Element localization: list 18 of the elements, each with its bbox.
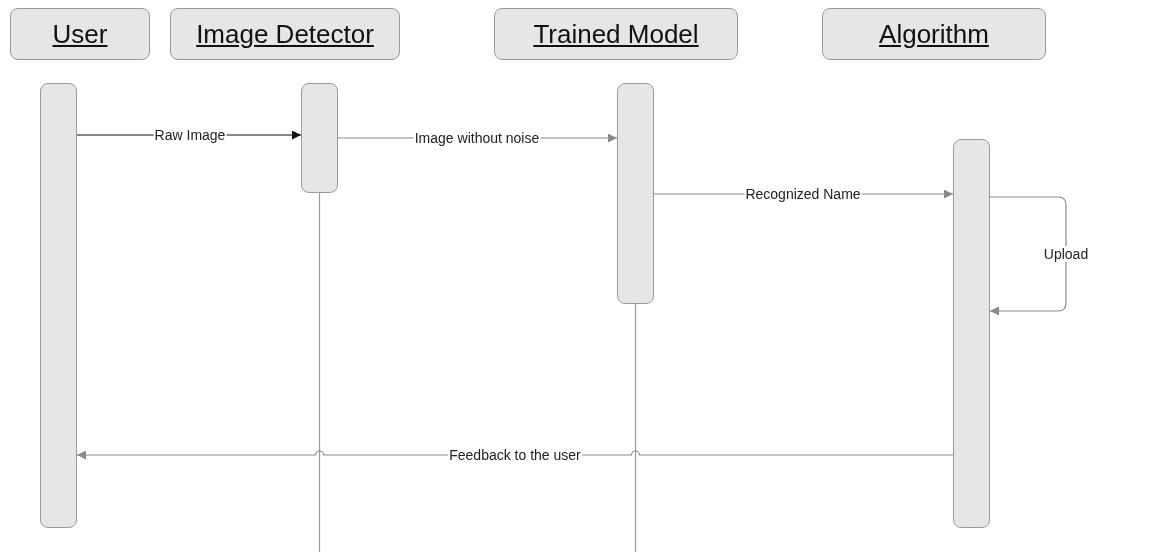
participant-box bbox=[494, 8, 738, 60]
edge-label: Feedback to the user bbox=[448, 447, 582, 463]
participant-name: Algorithm bbox=[879, 18, 989, 50]
participant-name: Image Detector bbox=[196, 18, 374, 50]
participant-name: Trained Model bbox=[533, 18, 699, 50]
edge-label: Raw Image bbox=[153, 127, 227, 143]
participant-box bbox=[170, 8, 400, 60]
activation-bar bbox=[301, 83, 338, 193]
participant-name: User bbox=[52, 18, 108, 50]
activation-bar bbox=[40, 83, 77, 528]
self-message-arrow bbox=[989, 196, 1067, 316]
edge-label: Upload bbox=[1042, 246, 1090, 262]
edge-label: Image without noise bbox=[413, 130, 541, 146]
participant-box bbox=[822, 8, 1046, 60]
edge-label: Recognized Name bbox=[744, 186, 862, 202]
activation-bar bbox=[953, 139, 990, 528]
activation-bar bbox=[617, 83, 654, 304]
participant-box bbox=[10, 8, 150, 60]
